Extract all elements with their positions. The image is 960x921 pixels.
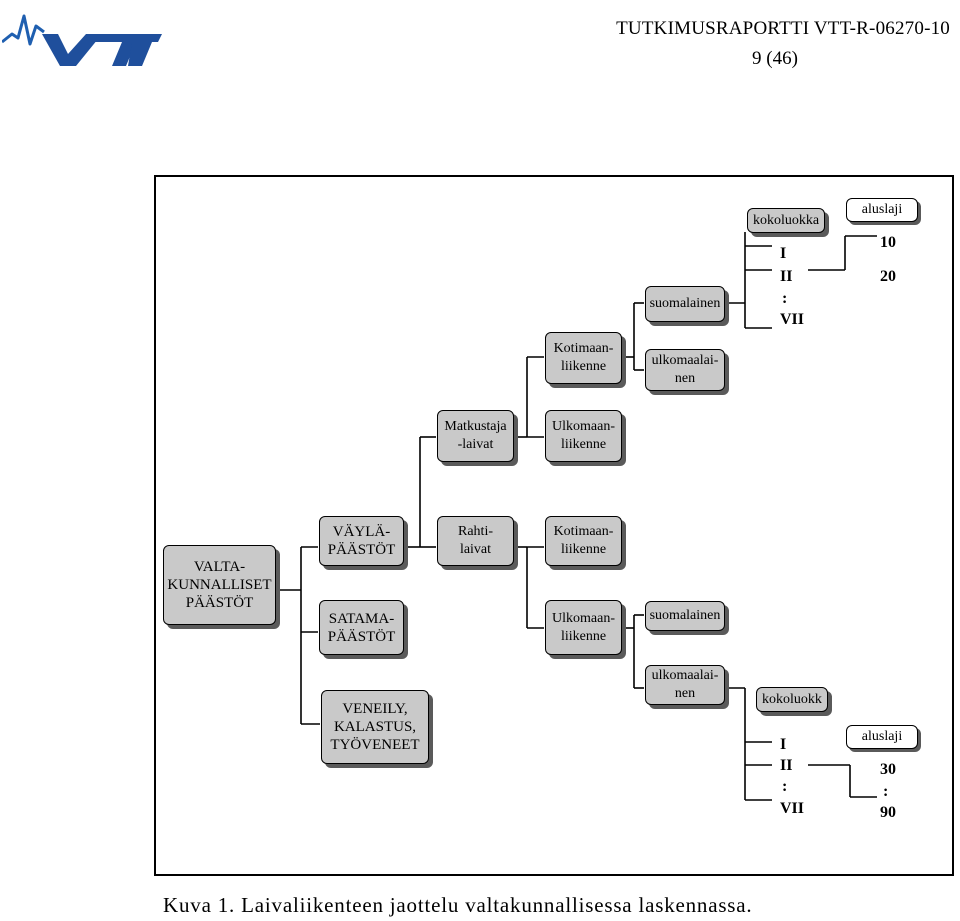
type-label-90: 90 — [880, 804, 896, 821]
size-label-ii-bottom: II — [780, 757, 793, 774]
size-label-vii-top: VII — [780, 311, 805, 328]
size-label-ii-top: II — [780, 268, 793, 285]
box-kotimaanliikenne-top: Kotimaan-liikenne — [545, 332, 622, 384]
box-ulkomaanliikenne-mid: Ulkomaan-liikenne — [545, 600, 622, 655]
vtt-logo — [2, 14, 162, 66]
box-suomalainen-top: suomalainen — [645, 286, 725, 322]
box-suomalainen-bottom: suomalainen — [645, 601, 725, 631]
type-label-20: 20 — [880, 268, 896, 285]
type-label-30: 30 — [880, 761, 896, 778]
box-ulkomaanliikenne-top: Ulkomaan-liikenne — [545, 410, 622, 462]
box-kokoluokka-bottom: kokoluokk — [756, 687, 828, 712]
size-label-i-top: I — [780, 245, 787, 262]
size-label-vii-bottom: VII — [780, 800, 805, 817]
box-ulkomaalainen-bottom: ulkomaalai-nen — [645, 665, 725, 705]
diagram-frame — [154, 175, 954, 876]
box-matkustajalaivat: Matkustaja-laivat — [437, 410, 514, 462]
box-kokoluokka-top: kokoluokka — [747, 208, 825, 233]
box-veneily-kalastus: VENEILY,KALASTUS,TYÖVENEET — [321, 690, 429, 764]
box-kotimaanliikenne-mid: Kotimaan-liikenne — [545, 516, 622, 566]
box-rahtilaivat: Rahti-laivat — [437, 516, 514, 566]
figure-caption: Kuva 1. Laivaliikenteen jaottelu valtaku… — [163, 893, 753, 917]
type-label-colon: : — [883, 783, 889, 800]
report-id: TUTKIMUSRAPORTTI VTT-R-06270-10 — [616, 18, 950, 39]
box-vayla-paastot: VÄYLÄ-PÄÄSTÖT — [319, 516, 404, 566]
box-satama-paastot: SATAMA-PÄÄSTÖT — [319, 600, 404, 655]
size-label-colon-bottom: : — [782, 778, 788, 795]
size-label-colon-top: : — [782, 290, 788, 307]
type-label-10: 10 — [880, 234, 896, 251]
box-aluslaji-top: aluslaji — [846, 198, 918, 222]
page-number: 9 (46) — [752, 48, 798, 69]
size-label-i-bottom: I — [780, 736, 787, 753]
box-ulkomaalainen-top: ulkomaalai-nen — [645, 349, 725, 391]
box-aluslaji-bottom: aluslaji — [846, 725, 918, 749]
